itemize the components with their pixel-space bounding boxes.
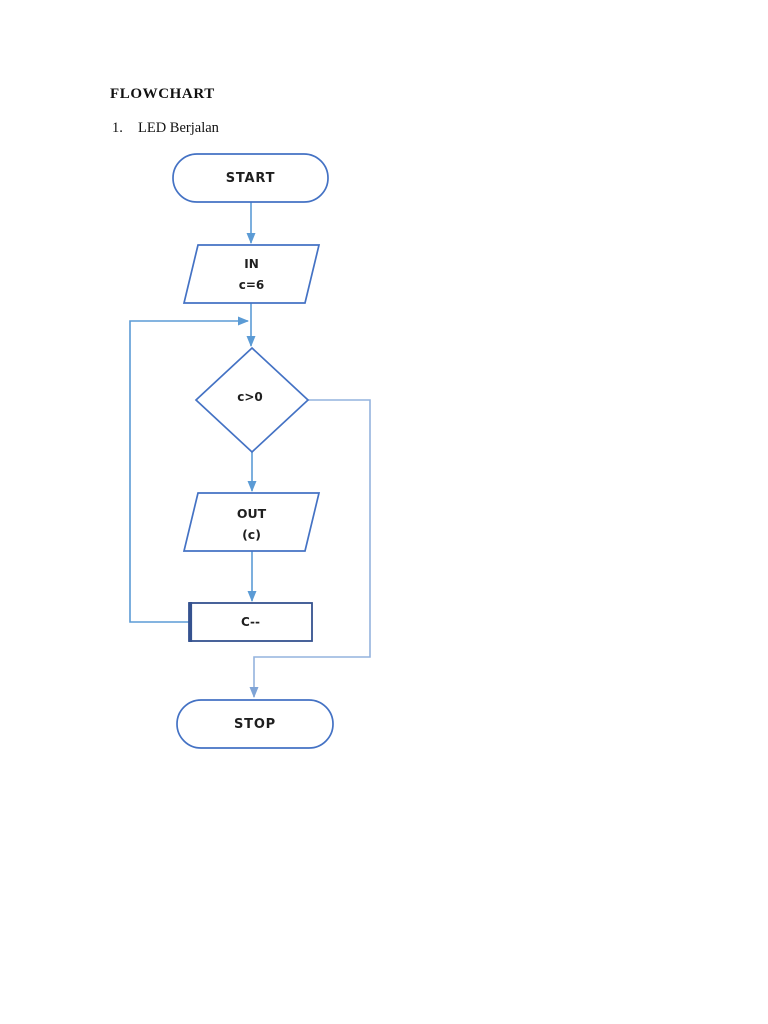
process-rectangle-shape (188, 602, 313, 642)
output-parallelogram-shape (182, 492, 321, 552)
connector-decision-to-stop (249, 399, 371, 698)
page-title: FLOWCHART (110, 86, 215, 102)
start-terminator-shape (172, 153, 329, 203)
list-item-led-berjalan: 1. LED Berjalan (112, 120, 219, 137)
connector-loop-process-to-decision (129, 316, 249, 623)
list-item-label: LED Berjalan (138, 120, 219, 136)
list-item-number: 1. (112, 120, 123, 136)
input-parallelogram-shape (182, 244, 321, 304)
decision-diamond-shape (194, 346, 310, 454)
stop-terminator-shape (176, 699, 334, 749)
